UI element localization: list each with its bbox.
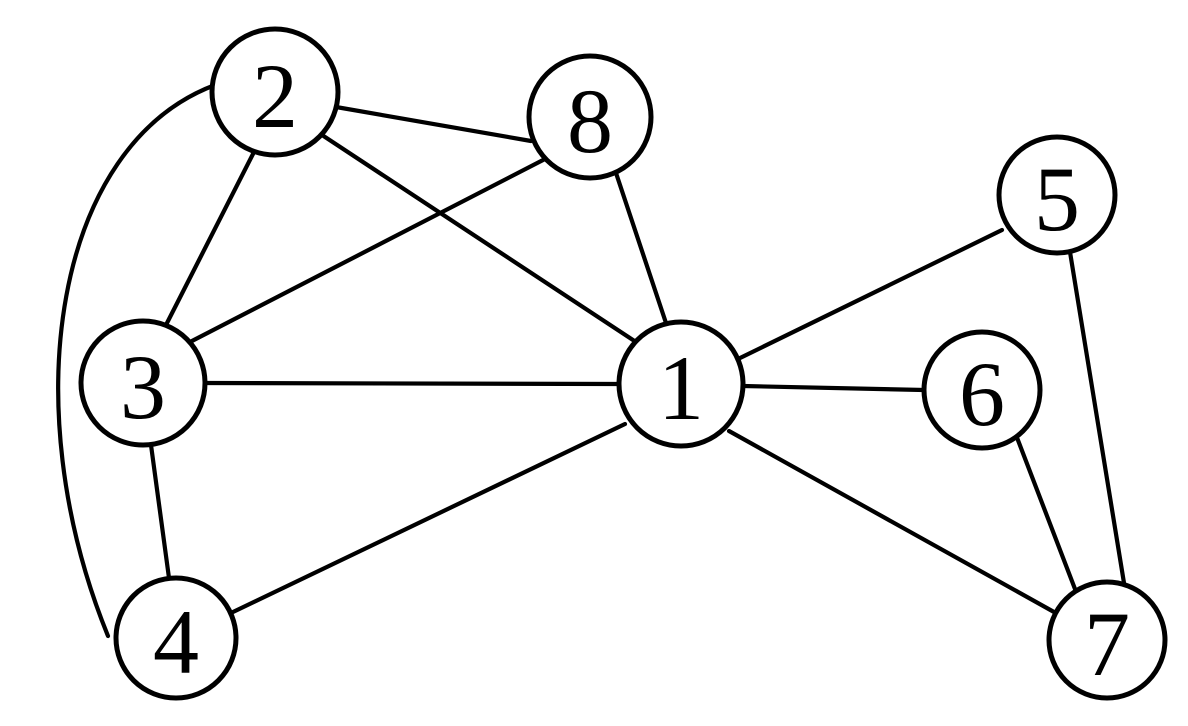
edge-1-5 xyxy=(735,227,1005,362)
node-2-circle[interactable] xyxy=(209,26,341,158)
edge-1-6 xyxy=(740,383,927,393)
edge-3-8 xyxy=(187,156,548,345)
node-8[interactable]: 8 xyxy=(526,53,654,181)
node-4[interactable]: 4 xyxy=(113,575,239,701)
node-7-circle[interactable] xyxy=(1046,579,1168,701)
node-8-circle[interactable] xyxy=(526,53,654,181)
node-2-label: 2 xyxy=(252,45,298,147)
node-3[interactable]: 3 xyxy=(78,318,208,448)
node-1-circle[interactable] xyxy=(616,319,746,449)
node-4-label: 4 xyxy=(153,591,199,693)
edge-6-7 xyxy=(1013,432,1078,592)
edge-2-1 xyxy=(319,132,639,345)
node-2[interactable]: 2 xyxy=(209,26,341,158)
node-6-label: 6 xyxy=(959,343,1005,445)
edge-2-4 xyxy=(56,82,218,639)
node-5-circle[interactable] xyxy=(996,134,1118,256)
node-7[interactable]: 7 xyxy=(1046,579,1168,701)
edge-5-7 xyxy=(1067,249,1127,586)
node-5-label: 5 xyxy=(1034,148,1080,250)
edge-3-4 xyxy=(148,442,172,581)
edge-1-7 xyxy=(726,428,1057,615)
edge-8-1 xyxy=(613,170,669,326)
edge-2-3 xyxy=(164,149,257,326)
edge-3-1 xyxy=(202,380,622,387)
edge-1-4 xyxy=(230,421,628,615)
node-1-label: 1 xyxy=(658,337,704,439)
node-4-circle[interactable] xyxy=(113,575,239,701)
node-6-circle[interactable] xyxy=(921,329,1043,451)
edge-2-8 xyxy=(333,104,534,144)
node-5[interactable]: 5 xyxy=(996,134,1118,256)
edge-layer xyxy=(56,82,1127,639)
node-1[interactable]: 1 xyxy=(616,319,746,449)
node-7-label: 7 xyxy=(1084,593,1130,695)
node-layer: 1 2 3 4 5 6 xyxy=(78,26,1168,701)
node-3-circle[interactable] xyxy=(78,318,208,448)
node-6[interactable]: 6 xyxy=(921,329,1043,451)
node-3-label: 3 xyxy=(120,336,166,438)
node-8-label: 8 xyxy=(567,70,613,172)
